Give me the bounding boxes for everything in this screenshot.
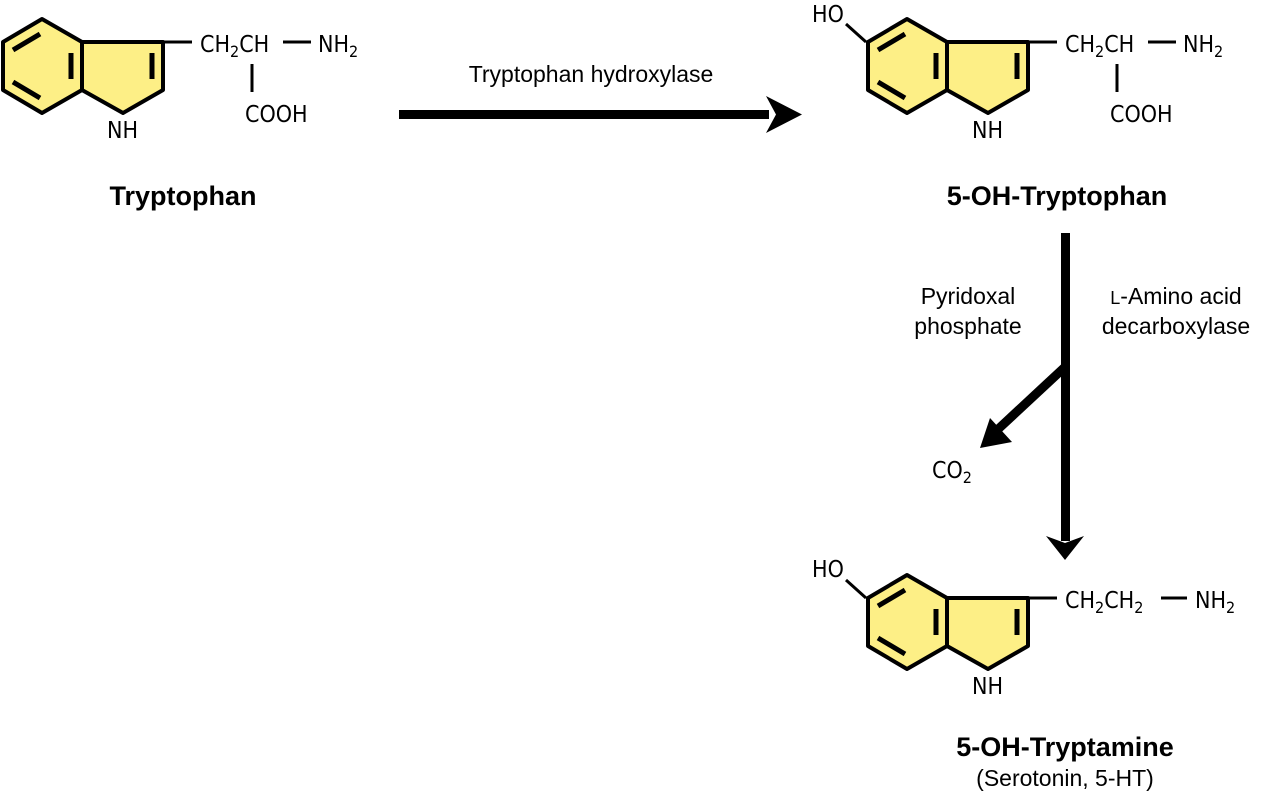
co2-release-arrow <box>980 362 1070 448</box>
indole-ring <box>868 575 1028 669</box>
side-chain: CH2CH <box>200 32 269 61</box>
cofactor-label-line2: phosphate <box>914 313 1021 339</box>
amine-group: NH2 <box>1183 32 1223 61</box>
ring-nh: NH <box>972 674 1003 700</box>
amine-group: NH2 <box>1195 588 1235 617</box>
amine-group: NH2 <box>318 32 358 61</box>
ring-nh: NH <box>107 118 138 144</box>
co2-byproduct: CO2 <box>932 458 972 487</box>
enzyme-label-decarboxylase-line2: decarboxylase <box>1102 313 1250 339</box>
bond <box>844 22 868 44</box>
indole-ring <box>868 19 1028 113</box>
ring-nh: NH <box>972 118 1003 144</box>
compound-name-tryptophan: Tryptophan <box>110 181 257 211</box>
carboxyl-group: COOH <box>245 102 308 128</box>
compound-alias-serotonin: (Serotonin, 5-HT) <box>976 765 1154 791</box>
compound-name-serotonin: 5-OH-Tryptamine <box>956 732 1174 762</box>
tryptophan-structure: CH2CH NH2 COOH NH <box>3 19 358 144</box>
enzyme-label-hydroxylase: Tryptophan hydroxylase <box>469 61 714 87</box>
side-chain: CH2CH <box>1065 32 1134 61</box>
cofactor-label-line1: Pyridoxal <box>921 283 1016 309</box>
compound-name-oh-tryptophan: 5-OH-Tryptophan <box>947 181 1168 211</box>
hydroxyl-group: HO <box>812 557 844 583</box>
carboxyl-group: COOH <box>1110 102 1173 128</box>
indole-ring <box>3 19 163 113</box>
bond <box>844 578 868 600</box>
side-chain: CH2CH2 <box>1065 588 1143 617</box>
oh-tryptophan-structure: HO CH2CH NH2 COOH NH <box>812 2 1223 144</box>
reaction-arrow-1 <box>399 96 802 133</box>
reaction-arrow-2 <box>1046 233 1084 560</box>
enzyme-label-decarboxylase-line1: L-Amino acid <box>1110 283 1241 309</box>
hydroxyl-group: HO <box>812 2 844 28</box>
serotonin-structure: HO CH2CH2 NH2 NH <box>812 557 1235 700</box>
